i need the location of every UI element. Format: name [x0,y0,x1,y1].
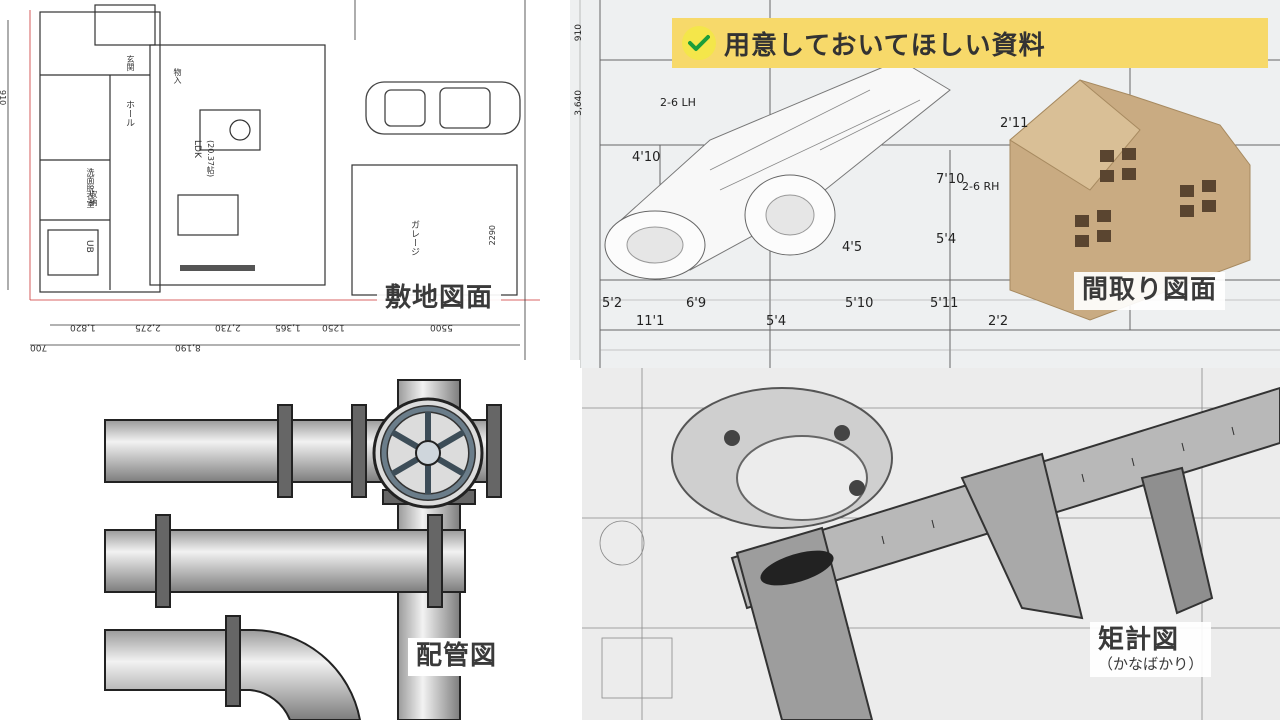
vernier-caliper [730,386,1280,720]
dimension-text: 2-6 LH [660,96,696,109]
dimension-text: 6'9 [686,296,707,311]
room-label-storage: 物入 [173,68,182,84]
dimension-text: 4'10 [632,150,661,165]
dimension-text: 11'1 [636,314,665,329]
dimension-text: 5500 [430,322,453,332]
dimension-text: 2-6 RH [962,180,1000,193]
site-plan-panel: LDK (20.37帖) ホール 玄関 洗面脱衣室 UB ガレージ 物入 収納 … [0,0,540,360]
dimension-text: 1,365 [275,322,301,332]
dimension-text: 5'4 [766,314,787,329]
dimension-text: 3,640 [574,90,584,116]
section-label-title: 矩計図 [1098,625,1180,655]
room-label-bath: UB [84,240,94,253]
dimension-text: 4'5 [842,240,863,255]
room-label-garage: ガレージ [409,220,419,256]
dimension-text: 1250 [322,322,345,332]
site-plan-label: 敷地図面 [377,280,502,318]
room-label-hall: ホール [124,100,134,127]
dimension-text: 2,730 [215,322,241,332]
dimension-text: 2290 [488,225,497,246]
room-label-ldk: LDK [192,140,202,158]
room-label-closet: 収納 [89,190,98,206]
dimension-text: 700 [30,342,48,352]
dimension-text: 2'11 [1000,116,1029,131]
dimension-text: 5'10 [845,296,874,311]
section-label: 矩計図 （かなばかり） [1090,622,1212,678]
dimension-text: 2,275 [135,322,161,332]
dimension-text: 910 [574,24,584,42]
dimension-text: 910 [0,90,7,106]
dimension-text: 5'11 [930,296,959,311]
dimension-text: 5'4 [936,232,957,247]
metal-ring-part [671,387,893,529]
required-documents-banner: 用意しておいてほしい資料 [672,18,1268,68]
section-panel: 矩計図 （かなばかり） [582,368,1280,720]
section-label-subtitle: （かなばかり） [1098,654,1204,673]
dimension-text: 5'2 [602,296,623,311]
piping-panel: 配管図 [0,360,580,720]
caliper-drawing [582,368,1280,720]
banner-title: 用意しておいてほしい資料 [724,30,1046,61]
piping-label: 配管図 [408,638,506,676]
wooden-house-model [1009,79,1251,321]
dimension-text: 7'10 [936,172,965,187]
check-icon [682,26,716,60]
rolled-blueprints [604,59,951,280]
room-label-washroom: 洗面脱衣室 [86,168,95,208]
dimension-text: 8,190 [175,342,201,352]
floor-plan-label: 間取り図面 [1074,272,1226,310]
room-label-entrance: 玄関 [126,55,135,71]
valve-wheel [372,397,484,509]
piping-drawing [104,379,502,720]
dimension-text: 2'2 [988,314,1009,329]
dimension-text: 1,820 [70,322,96,332]
room-label-ldk-area: (20.37帖) [206,140,215,178]
floor-plan-drawing [579,0,1280,368]
